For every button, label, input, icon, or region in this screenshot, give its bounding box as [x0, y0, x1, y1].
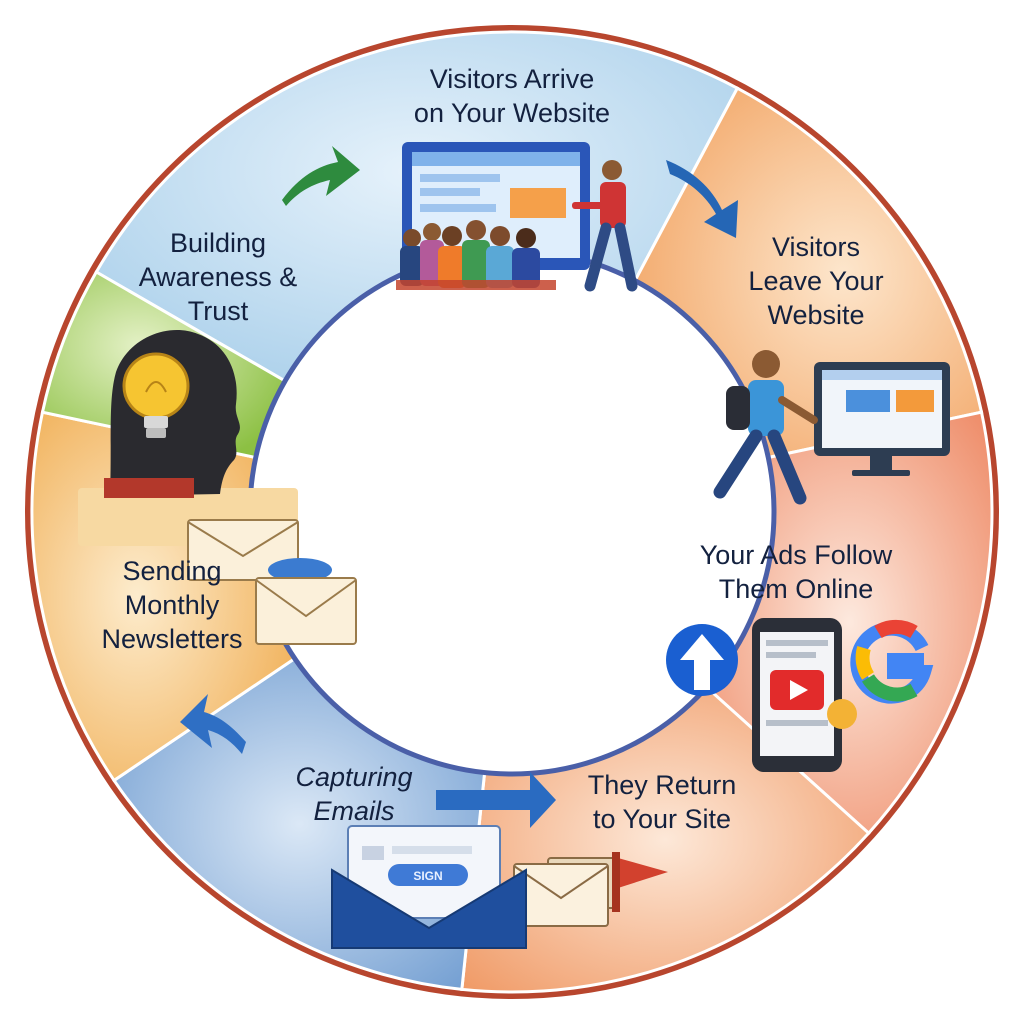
stage-label-line: Awareness & [139, 262, 298, 292]
stage-label-return: They Return to Your Site [588, 770, 737, 834]
desktop-monitor-icon [814, 362, 950, 476]
newsletter-illustration [78, 488, 357, 645]
website-crowd-illustration [396, 142, 638, 292]
stage-label-line: to Your Site [593, 804, 731, 834]
leaving-visitor-illustration [713, 350, 950, 505]
stage-label-line: Sending [122, 556, 221, 586]
envelope-icon [255, 577, 357, 645]
stage-label-line: on Your Website [414, 98, 610, 128]
walking-person-icon [572, 160, 638, 292]
return-mail-illustration [513, 852, 668, 927]
stage-label-line: Your Ads Follow [700, 540, 893, 570]
idea-head-illustration [104, 330, 240, 498]
google-icon [850, 619, 934, 704]
stage-label-line: Them Online [719, 574, 874, 604]
lightbulb-icon [122, 352, 190, 420]
backpack-person-icon [713, 350, 818, 505]
stage-label-line: Capturing [295, 762, 412, 792]
stage-label-line: Leave Your [748, 266, 883, 296]
blue-envelope-icon [331, 868, 527, 949]
crowd-people-icon [396, 220, 556, 290]
stage-label-line: Monthly [125, 590, 220, 620]
stage-label-line: Visitors Arrive [430, 64, 595, 94]
notification-dot-icon [827, 699, 857, 729]
red-flag-icon [618, 858, 668, 888]
arrow-to-leave-icon [666, 160, 738, 238]
arrow-to-return-icon [436, 772, 556, 828]
stage-label-line: Building [170, 228, 266, 258]
inner-circle [247, 247, 777, 777]
stage-label-line: Emails [313, 796, 394, 826]
cloud-icon [268, 558, 332, 582]
stage-label-line: Visitors [772, 232, 860, 262]
stage-label-arrive: Visitors Arrive on Your Website [414, 64, 610, 128]
arrow-to-sending-icon [180, 694, 246, 754]
stage-label-line: They Return [588, 770, 737, 800]
stage-label-line: Website [767, 300, 864, 330]
flow-arrows [180, 146, 738, 828]
arrow-to-arrive-icon [282, 146, 360, 206]
outer-ring-outline [25, 25, 999, 999]
stage-label-line: Newsletters [101, 624, 242, 654]
sign-button [388, 864, 468, 886]
stage-label-line: Trust [188, 296, 249, 326]
retargeting-ads-illustration [666, 618, 934, 772]
email-capture-illustration: SIGN [331, 825, 527, 949]
sign-button-label: SIGN [413, 869, 442, 883]
